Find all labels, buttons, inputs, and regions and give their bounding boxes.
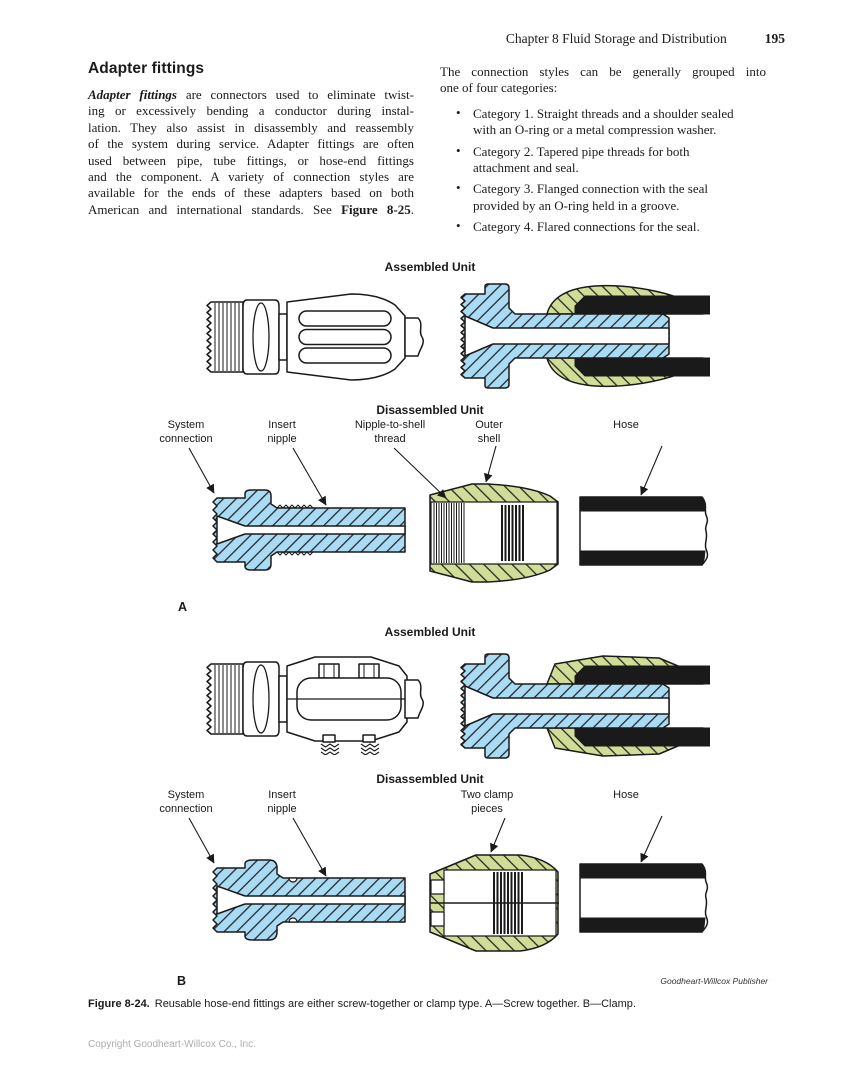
figure-8-24: Assembled Unit Disassembled Unit Assembl… (85, 258, 775, 998)
label-hose-a: Hose (613, 419, 639, 431)
section-heading: Adapter fittings (88, 60, 205, 77)
chapter-title: Chapter 8 Fluid Storage and Distribution (505, 31, 727, 46)
list-item: • Category 1. Straight threads and a sho… (456, 104, 734, 138)
label-hose-b: Hose (613, 789, 639, 801)
part-label-b: B (177, 974, 187, 988)
caption-label: Figure 8-24. (88, 998, 150, 1010)
paragraph-line: lation. They also assist in disassembly … (88, 119, 414, 135)
figure-caption: Figure 8-24. Reusable hose-end fittings a… (88, 998, 770, 1010)
list-item: • Category 3. Flanged connection with th… (456, 180, 709, 213)
hose-drawing-a (579, 496, 709, 566)
bullet-icon: • (456, 142, 461, 158)
paragraph-line: American and international standards. Se… (88, 201, 414, 217)
list-item: • Category 4. Flared connections for the… (456, 218, 700, 235)
bullet-icon: • (456, 180, 461, 196)
publisher-attribution: Goodheart-Willcox Publisher (660, 976, 768, 986)
paragraph-line: and the component. A variety of connecti… (88, 169, 414, 185)
disassembled-title-b: Disassembled Unit (376, 772, 484, 786)
assembled-title-a: Assembled Unit (384, 260, 476, 274)
bullet-icon: • (456, 218, 461, 234)
assembled-screw-external-drawing (206, 293, 424, 381)
running-header: Chapter 8 Fluid Storage and Distribution… (506, 31, 785, 47)
hose-drawing-b (579, 863, 709, 933)
assembled-clamp-external-drawing (206, 656, 424, 755)
part-label-a: A (178, 600, 188, 614)
list-item: • Category 2. Tapered pipe threads for b… (456, 142, 690, 176)
assembled-clamp-section-drawing (460, 653, 710, 759)
callout-arrows (188, 445, 663, 877)
paragraph-line: ing or excessively bending a conductor d… (88, 103, 414, 119)
outer-shell-drawing (429, 483, 559, 583)
insert-nipple-drawing-b (212, 859, 406, 941)
copyright-notice: Copyright Goodheart-Willcox Co., Inc. (88, 1039, 256, 1050)
left-column: Adapter fittings Adapter fittings are co… (88, 60, 414, 218)
page-number: 195 (764, 31, 785, 46)
paragraph-line: of the system during service. Adapter fi… (88, 136, 414, 152)
disassembled-title-a: Disassembled Unit (376, 403, 484, 417)
assembled-title-b: Assembled Unit (384, 625, 476, 639)
right-column: The connection styles can be generally g… (440, 64, 766, 241)
paragraph-line: The connection styles can be generally g… (440, 64, 766, 79)
paragraph-line: available for the ends of these adapters… (88, 185, 414, 201)
category-list: • Category 1. Straight threads and a sho… (440, 104, 766, 236)
paragraph-line: used between pipe, tube fittings, or hos… (88, 152, 414, 168)
caption-text: Reusable hose-end fittings are either sc… (154, 998, 636, 1010)
paragraph-line: one of four categories: (440, 80, 558, 96)
paragraph-line: Adapter fittings are connectors used to … (88, 87, 414, 102)
clamp-pieces-drawing (429, 854, 559, 952)
bullet-icon: • (456, 104, 461, 120)
assembled-screw-section-drawing (460, 283, 710, 389)
insert-nipple-drawing-a (212, 489, 406, 571)
